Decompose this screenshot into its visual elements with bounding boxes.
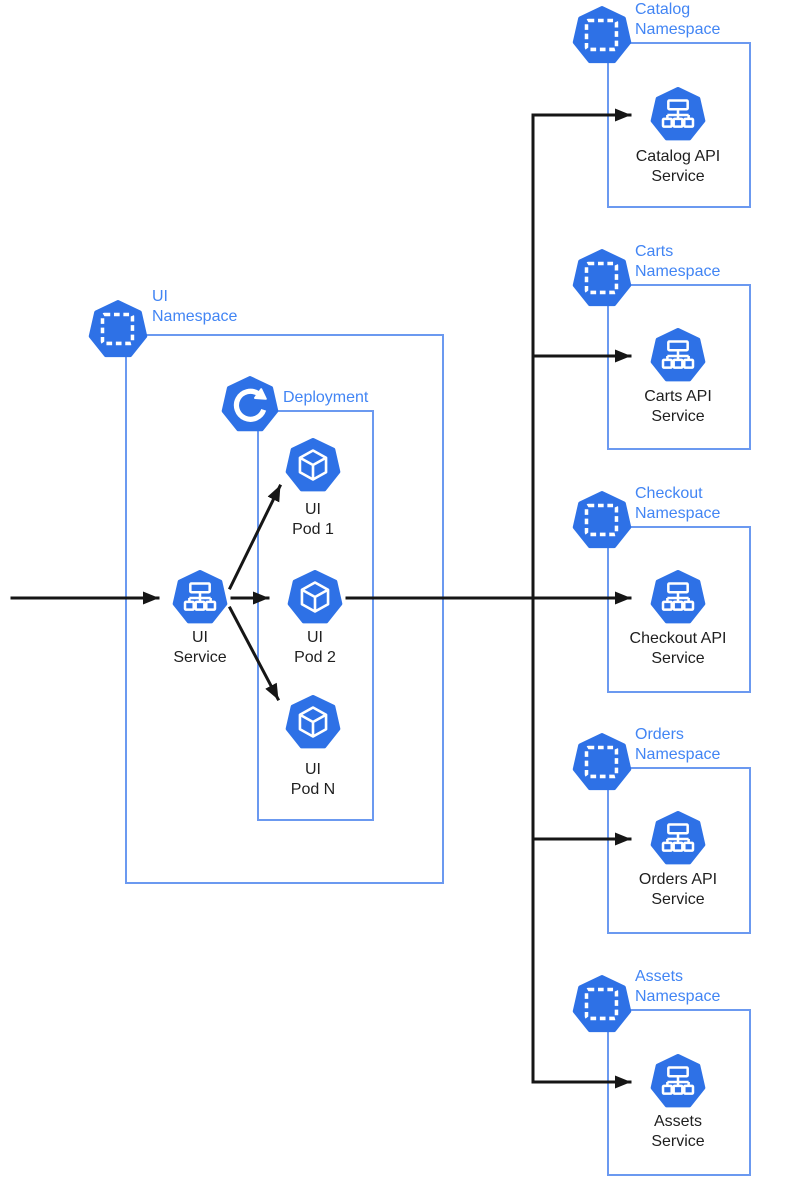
orders-namespace-icon — [571, 732, 633, 794]
orders-service-icon — [649, 810, 707, 868]
ui-podn-icon — [284, 694, 342, 752]
arrow-ui-service-to-podn — [227, 605, 281, 702]
ui-namespace-box — [125, 334, 444, 884]
catalog-service-icon — [649, 86, 707, 144]
ui-service-icon — [171, 569, 229, 627]
checkout-namespace-icon — [571, 490, 633, 552]
assets-service-icon — [649, 1053, 707, 1111]
ui-namespace-icon — [87, 299, 149, 361]
orders-namespace-box — [607, 767, 751, 934]
assets-namespace-box — [607, 1009, 751, 1176]
ui-pod2-icon — [286, 569, 344, 627]
carts-namespace-box — [607, 284, 751, 450]
deployment-box — [257, 410, 374, 821]
deployment-label: Deployment — [283, 389, 369, 406]
assets-namespace-icon — [571, 974, 633, 1036]
deployment-icon — [220, 375, 280, 435]
arrow-ui-service-to-pod1 — [227, 483, 283, 591]
catalog-namespace-icon — [571, 5, 633, 67]
carts-service-icon — [649, 327, 707, 385]
checkout-namespace-box — [607, 526, 751, 693]
catalog-namespace-box — [607, 42, 751, 208]
carts-namespace-icon — [571, 248, 633, 310]
ui-pod1-icon — [284, 437, 342, 495]
checkout-service-icon — [649, 569, 707, 627]
